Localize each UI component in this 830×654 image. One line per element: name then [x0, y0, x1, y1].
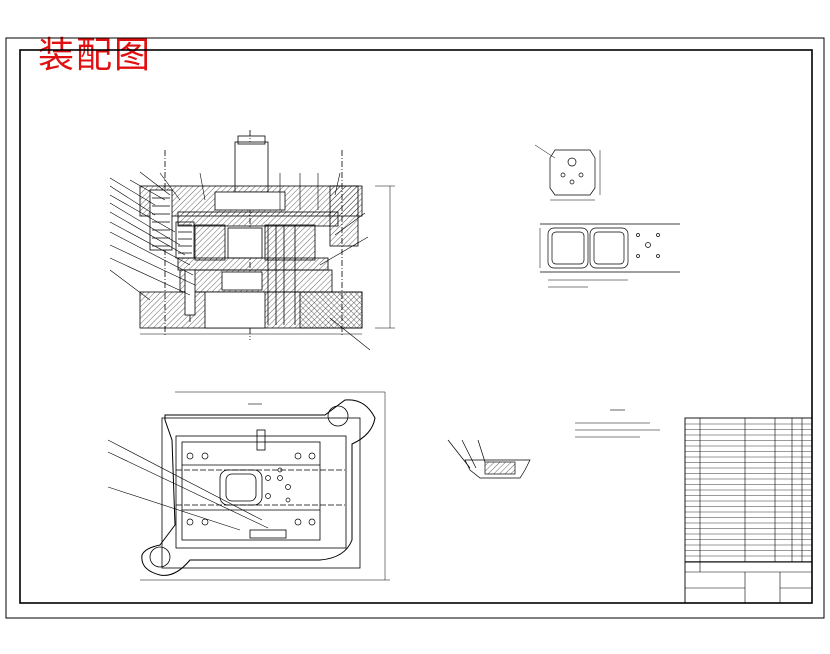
parts-list-table — [684, 417, 813, 604]
plan-view-holes — [186, 452, 316, 526]
leader-lines-left — [109, 171, 196, 301]
plan-view — [107, 391, 390, 581]
main-section-view — [109, 130, 395, 351]
leader-lines-right — [319, 212, 371, 351]
spring-mid — [175, 221, 195, 259]
drawing-title: 装配图 — [38, 35, 153, 76]
spring-left — [149, 189, 173, 251]
section-detail-view — [447, 439, 531, 479]
leader-lines-top — [159, 172, 341, 210]
strip-layout-view — [539, 223, 680, 288]
parts-list-rows — [685, 423, 812, 562]
technical-notes — [575, 409, 660, 438]
sheet-border — [5, 37, 825, 619]
part-detail-view — [534, 144, 601, 201]
